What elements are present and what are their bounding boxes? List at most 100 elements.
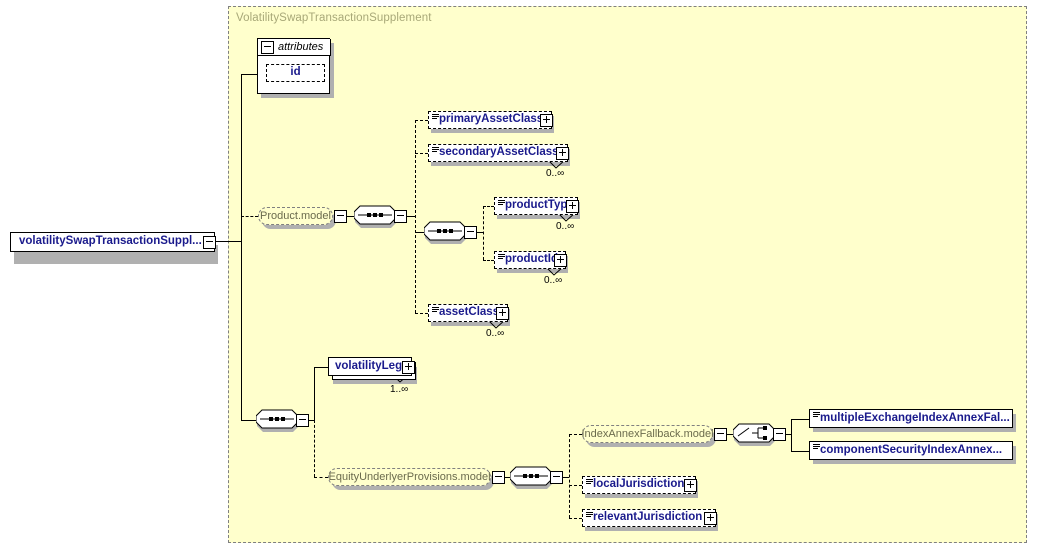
choice-out-line (784, 434, 792, 435)
localJurisdiction-expander-plus-icon[interactable] (684, 479, 697, 492)
multipleExchangeIndexAnnexFallback-sequence-icon (813, 412, 820, 418)
primaryAssetClass-branch-line (415, 120, 428, 121)
product-model-branch-line (241, 216, 258, 217)
componentSecurityIndexAnnex-label: componentSecurityIndexAnnex... (820, 443, 1003, 456)
equity-sequence-expander-minus-icon[interactable] (550, 471, 563, 484)
product-model-expander-minus-icon[interactable] (334, 210, 347, 223)
productType-cardinality: 0..∞ (556, 221, 575, 232)
root-expander-minus-icon[interactable] (203, 236, 216, 249)
product-model-sequence-compositor[interactable] (354, 205, 398, 229)
relevantJurisdiction-expander-plus-icon[interactable] (704, 512, 717, 525)
equity-model-branch-line (314, 477, 328, 478)
localJurisdiction-box[interactable]: localJurisdiction (582, 476, 696, 494)
relevantJurisdiction-branch-line (569, 518, 582, 519)
secondaryAssetClass-box[interactable]: secondaryAssetClass (428, 144, 568, 162)
inner-sequence-expander-minus-icon[interactable] (464, 226, 477, 239)
productType-expander-plus-icon[interactable] (566, 200, 579, 213)
index-annex-choice-compositor[interactable] (733, 423, 777, 447)
root-sequence-branch-line (241, 420, 257, 421)
product-model-capsule[interactable]: Product.model (258, 207, 333, 225)
secondaryAssetClass-cardinality: 0..∞ (546, 168, 565, 179)
root-sequence-expander-minus-icon[interactable] (296, 414, 309, 427)
secondaryAssetClass-label: secondaryAssetClass (439, 146, 559, 159)
product-model-sequence-expander-minus-icon[interactable] (394, 210, 407, 223)
choice-fan-line (791, 419, 792, 452)
assetClass-label: assetClass (439, 306, 500, 319)
productId-label: productId (505, 253, 559, 266)
volatilityLeg-fan-line (314, 367, 315, 421)
index-annex-model-to-choice-line (725, 434, 734, 435)
index-annex-model-branch-line (569, 434, 582, 435)
multipleExchangeIndexAnnexFallback-label: multipleExchangeIndexAnnexFal... (820, 411, 1010, 424)
inner-sequence-branch-line (415, 232, 426, 233)
equity-model-to-sequence-line (503, 477, 511, 478)
index-annex-choice-expander-minus-icon[interactable] (773, 428, 786, 441)
attributes-branch-line (241, 74, 258, 75)
volatilityLeg-box[interactable]: volatilityLeg (328, 357, 412, 376)
productId-repeat-curve (546, 267, 564, 276)
localJurisdiction-sequence-icon (586, 479, 593, 485)
group-panel-title: VolatilitySwapTransactionSupplement (236, 12, 432, 24)
equity-model-capsule[interactable]: EquityUnderlyerProvisions.model (328, 468, 491, 486)
index-annex-model-expander-minus-icon[interactable] (714, 428, 727, 441)
primaryAssetClass-box[interactable]: primaryAssetClass (428, 111, 552, 129)
inner-sequence-out-line (475, 232, 483, 233)
productType-repeat-curve (558, 213, 576, 222)
assetClass-sequence-icon (432, 307, 439, 313)
componentSecurityIndexAnnex-branch-line (791, 451, 810, 452)
componentSecurityIndexAnnex-box[interactable]: componentSecurityIndexAnnex... (809, 441, 1013, 460)
localJurisdiction-label: localJurisdiction (593, 478, 685, 491)
attributes-header: attributes (258, 39, 331, 56)
assetClass-branch-line (415, 313, 428, 314)
volatilityLeg-expander-plus-icon[interactable] (402, 361, 415, 374)
volatilityLeg-branch-line (314, 367, 329, 368)
product-sequence-out-line (405, 216, 415, 217)
productId-branch-line (483, 260, 494, 261)
productId-sequence-icon (498, 254, 505, 260)
index-annex-model-capsule[interactable]: IndexAnnexFallback.model (581, 425, 714, 443)
product-model-to-sequence-line (345, 216, 355, 217)
productType-label: productType (505, 199, 574, 212)
equity-model-fan-line (314, 420, 315, 477)
multipleExchangeIndexAnnexFallback-branch-line (791, 419, 810, 420)
inner-sequence-compositor[interactable] (424, 221, 468, 245)
multipleExchangeIndexAnnexFallback-box[interactable]: multipleExchangeIndexAnnexFal... (809, 409, 1013, 428)
equity-model-expander-minus-icon[interactable] (492, 471, 505, 484)
localJurisdiction-branch-line (569, 485, 582, 486)
root-element-label: volatilitySwapTransactionSuppl... (19, 235, 202, 248)
attribute-id-box[interactable]: id (266, 64, 325, 82)
product-children-fan-line (415, 120, 416, 313)
productId-expander-plus-icon[interactable] (554, 254, 567, 267)
inner-sequence-fan-line (483, 206, 484, 260)
relevantJurisdiction-box[interactable]: relevantJurisdiction (582, 509, 716, 527)
root-element-box[interactable]: volatilitySwapTransactionSuppl... (10, 232, 215, 252)
productType-sequence-icon (498, 200, 505, 206)
secondaryAssetClass-sequence-icon (432, 147, 439, 153)
equity-sequence-out-line (561, 477, 569, 478)
componentSecurityIndexAnnex-sequence-icon (813, 444, 820, 450)
assetClass-cardinality: 0..∞ (486, 328, 505, 339)
root-spine-line (241, 74, 242, 421)
attributes-container: attributes (257, 38, 331, 94)
volatilityLeg-cardinality: 1..∞ (390, 384, 409, 395)
primaryAssetClass-sequence-icon (432, 114, 439, 120)
primaryAssetClass-expander-plus-icon[interactable] (540, 114, 553, 127)
secondaryAssetClass-repeat-curve (548, 160, 566, 169)
product-model-label: Product.model (260, 209, 331, 222)
productId-cardinality: 0..∞ (544, 275, 563, 286)
primaryAssetClass-label: primaryAssetClass (439, 113, 544, 126)
assetClass-expander-plus-icon[interactable] (496, 307, 509, 320)
secondaryAssetClass-expander-plus-icon[interactable] (556, 147, 569, 160)
attributes-header-label: attributes (278, 40, 324, 53)
attribute-id-label: id (290, 66, 301, 79)
root-sequence-compositor[interactable] (256, 409, 300, 433)
productType-branch-line (483, 206, 494, 207)
volatilityLeg-label: volatilityLeg (335, 359, 403, 372)
secondaryAssetClass-branch-line (415, 153, 428, 154)
equity-model-label: EquityUnderlyerProvisions.model (328, 470, 491, 483)
equity-sequence-compositor[interactable] (510, 466, 554, 490)
root-sequence-out-line (307, 420, 315, 421)
attributes-expander-minus-icon[interactable] (261, 40, 274, 54)
relevantJurisdiction-sequence-icon (586, 512, 593, 518)
